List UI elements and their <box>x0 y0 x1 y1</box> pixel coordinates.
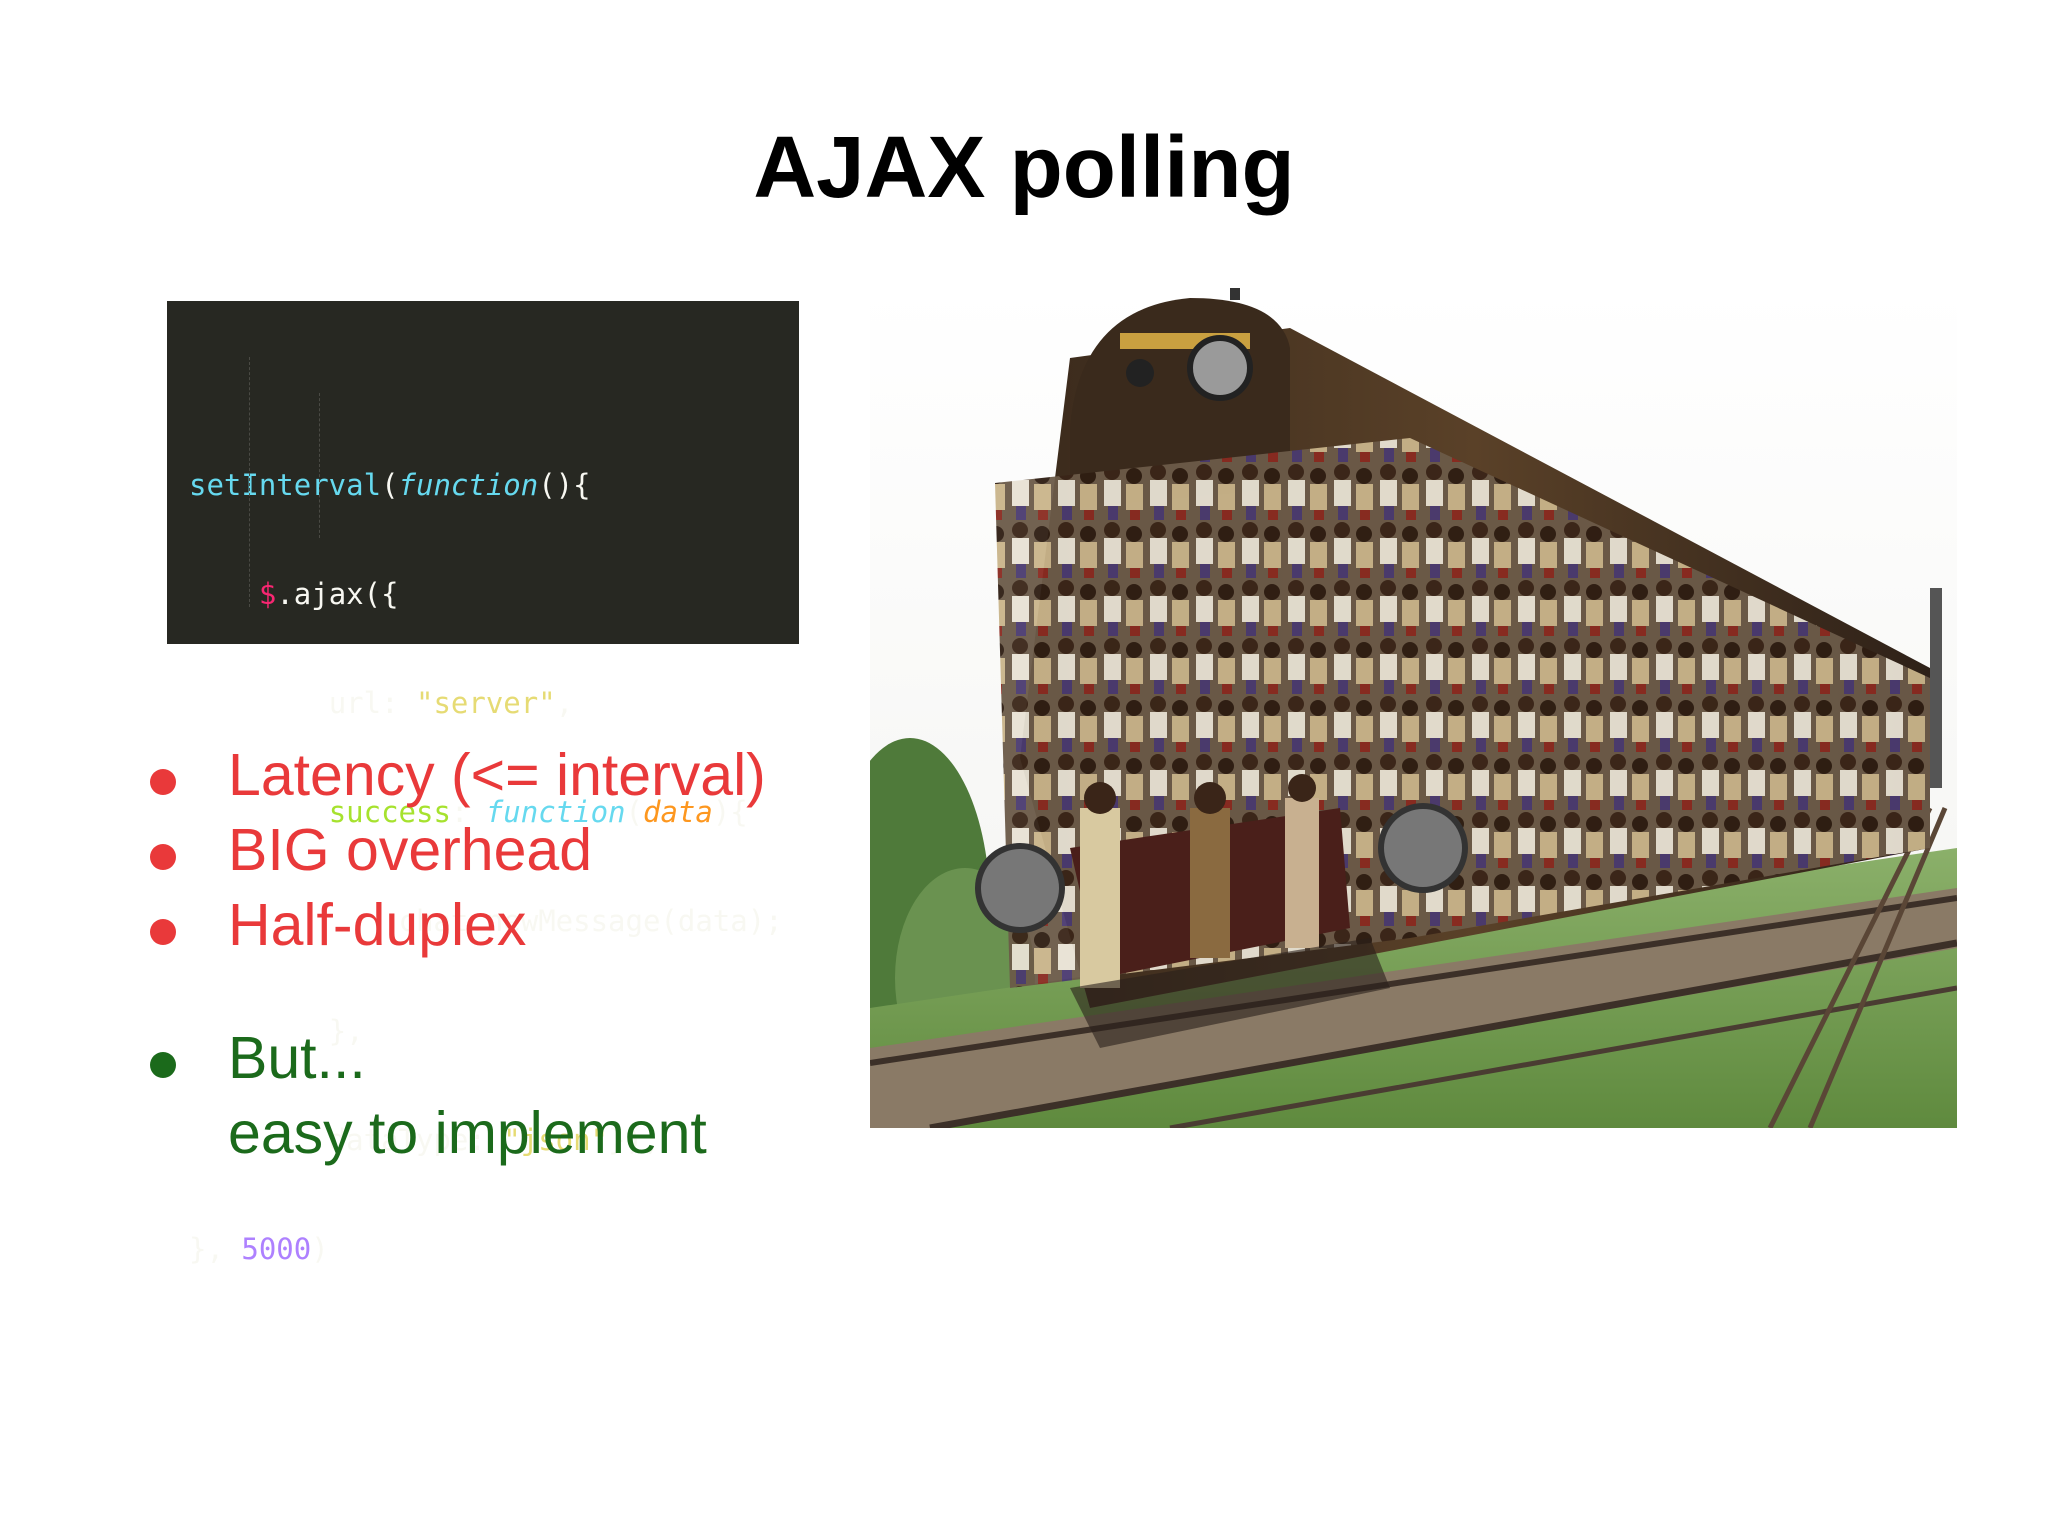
overcrowded-train-photo <box>870 288 1957 1128</box>
code-token: data <box>642 795 713 830</box>
code-token: setInterval <box>189 467 382 502</box>
code-token: dataType <box>328 1122 469 1157</box>
code-token: 5000 <box>241 1232 312 1267</box>
code-token: (){ <box>538 467 591 502</box>
bullet-text: BIG overhead <box>228 817 593 883</box>
code-line-7: dataType: "json"}); <box>189 1122 799 1158</box>
code-line-3: url: "server", <box>189 685 799 721</box>
bullet-item: Latency (<= interval) <box>140 738 840 813</box>
code-token: ( <box>625 795 643 830</box>
indent-guide <box>249 357 250 607</box>
code-line-6: }, <box>189 1013 799 1049</box>
bullet-dot-icon <box>150 769 176 795</box>
bullet-dot-icon <box>150 919 176 945</box>
code-line-2: $.ajax({ <box>189 576 799 612</box>
code-token: chat.newMessage(data); <box>398 904 783 939</box>
bullet-subtext: easy to implement <box>228 1100 707 1166</box>
code-token: "json" <box>503 1122 609 1157</box>
code-token: url <box>328 686 382 721</box>
bullet-text: Latency (<= interval) <box>228 742 766 808</box>
bullet-item: BIG overhead <box>140 813 840 888</box>
code-token: }); <box>608 1122 661 1157</box>
bullet-text: Half-duplex <box>228 892 527 958</box>
bullet-dot-icon <box>150 844 176 870</box>
code-snippet: setInterval(function(){ $.ajax({ url: "s… <box>167 301 799 1266</box>
slide-title: AJAX polling <box>753 119 1295 216</box>
code-line-1: setInterval(function(){ <box>189 467 799 503</box>
code-token: ( <box>381 467 399 502</box>
bullet-item: Half-duplex <box>140 888 840 963</box>
bullet-dot-icon <box>150 1052 176 1078</box>
code-token: success <box>328 795 451 830</box>
code-line-4: success: function(data){ <box>189 794 799 830</box>
code-token: function <box>485 795 626 830</box>
code-token: "server" <box>416 686 556 721</box>
code-line-5: chat.newMessage(data); <box>189 903 799 939</box>
code-token: ) <box>311 1232 329 1267</box>
bullet-item-but: But... <box>140 1021 840 1096</box>
code-token: ){ <box>712 795 748 830</box>
code-line-8: }, 5000) <box>189 1231 799 1267</box>
code-token: }, <box>328 1013 364 1048</box>
code-token: $ <box>258 576 277 611</box>
bullet-list: Latency (<= interval) BIG overhead Half-… <box>140 738 840 1171</box>
indent-guide <box>319 393 320 538</box>
code-token: : <box>468 1122 504 1157</box>
code-token: : <box>381 686 416 721</box>
bullet-text: But... <box>228 1025 366 1091</box>
code-token: }, <box>189 1232 242 1267</box>
code-token: .ajax({ <box>276 576 399 611</box>
code-token: , <box>555 686 574 721</box>
code-token: : <box>450 795 486 830</box>
code-token: function <box>398 467 539 502</box>
